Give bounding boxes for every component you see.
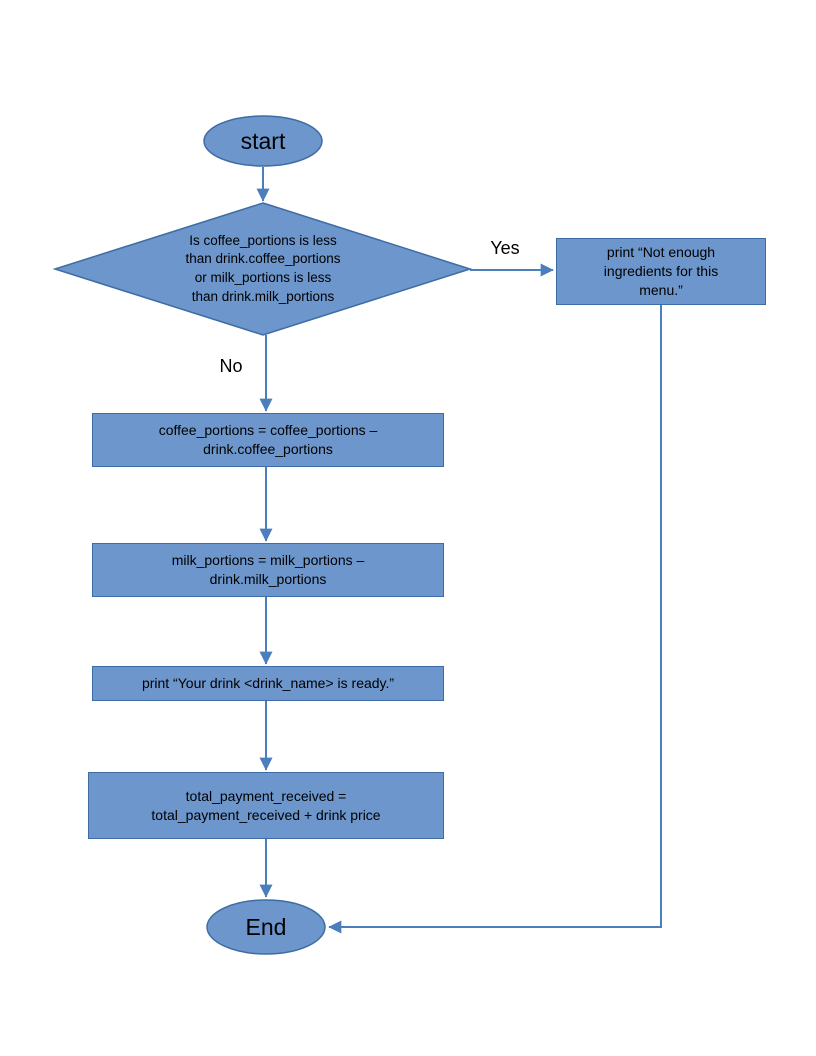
yes-branch-label: Yes xyxy=(490,238,520,259)
connector-notenough-end xyxy=(328,305,662,934)
node-step1-coffee: coffee_portions = coffee_portions – drin… xyxy=(92,413,444,467)
node-step3-print-ready: print “Your drink <drink_name> is ready.… xyxy=(92,666,444,701)
node-step2-milk: milk_portions = milk_portions – drink.mi… xyxy=(92,543,444,597)
start-label: start xyxy=(240,127,286,154)
end-terminator xyxy=(206,899,326,955)
end-label: End xyxy=(245,913,287,940)
decision-label: Is coffee_portions is less than drink.co… xyxy=(185,232,341,304)
node-step4-payment: total_payment_received = total_payment_r… xyxy=(88,772,444,839)
decision-diamond xyxy=(52,202,473,336)
no-branch-label: No xyxy=(219,356,243,377)
node-not-enough: print “Not enough ingredients for this m… xyxy=(556,238,766,305)
start-terminator xyxy=(203,115,323,167)
